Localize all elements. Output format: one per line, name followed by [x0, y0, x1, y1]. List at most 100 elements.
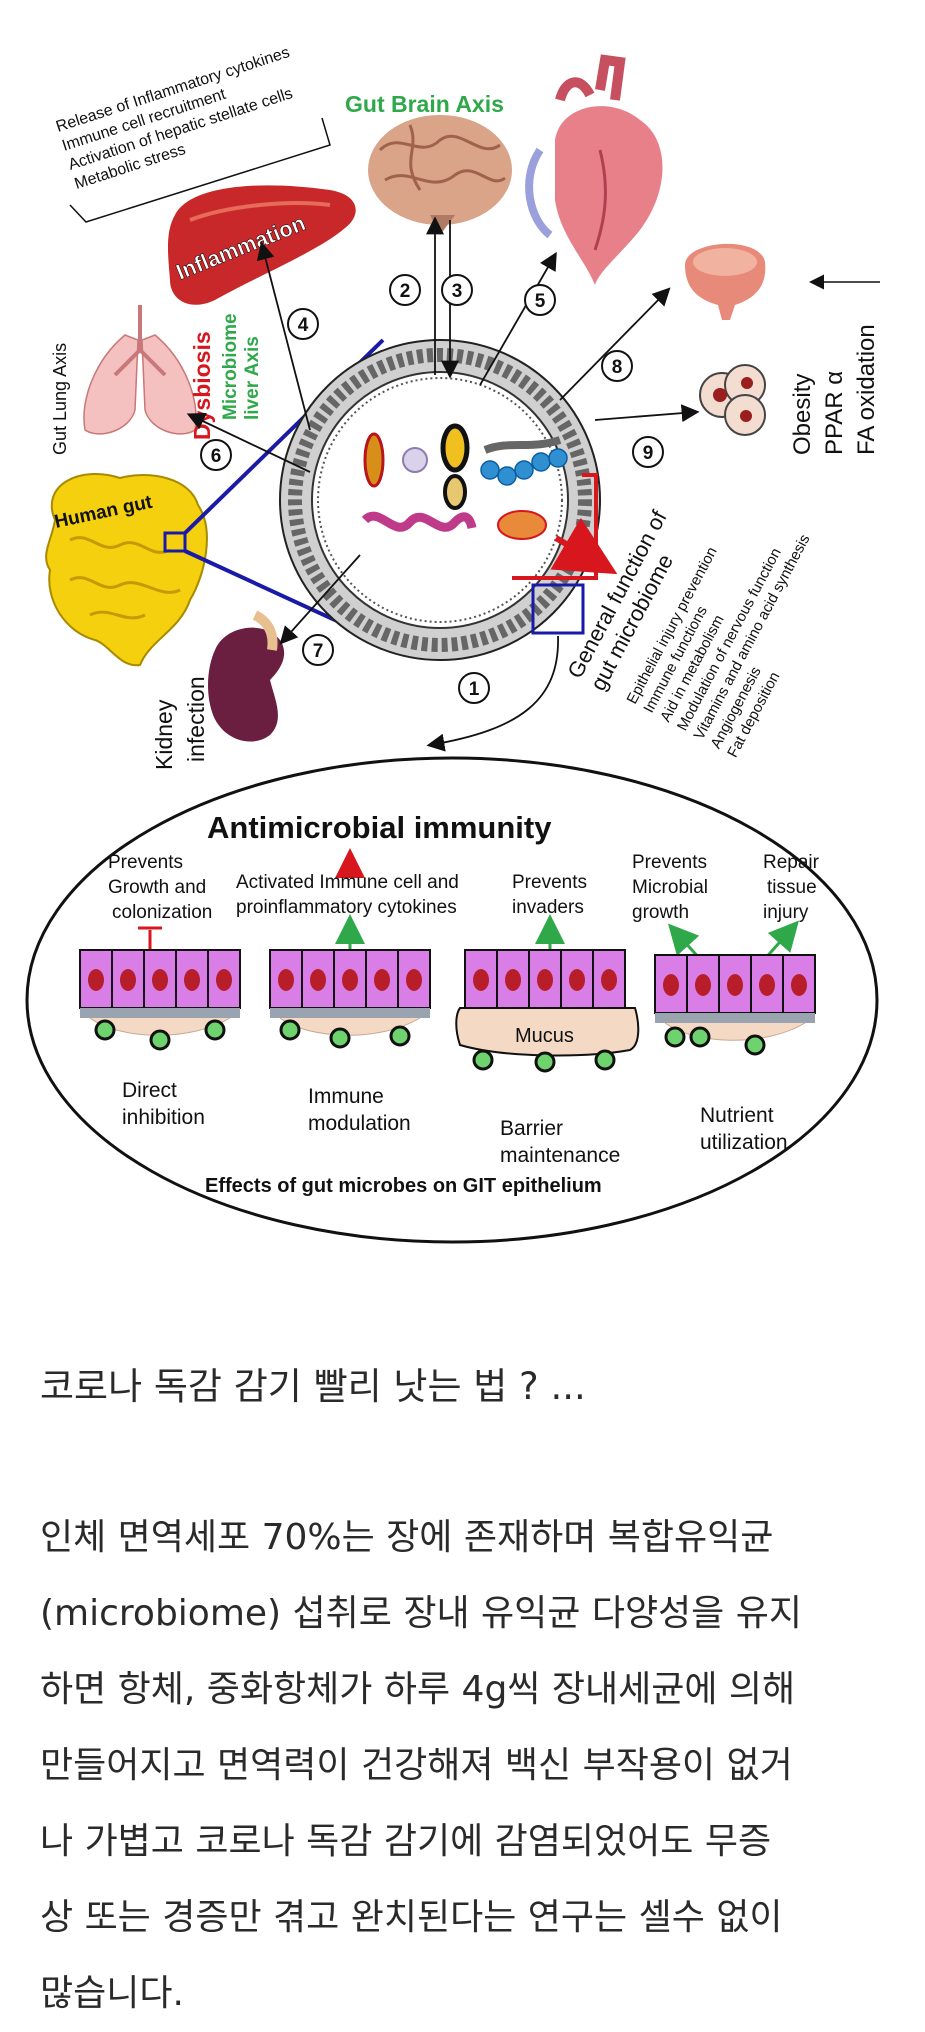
svg-text:9: 9 — [643, 443, 654, 464]
epithelium-group-2 — [269, 949, 431, 1049]
svg-text:growth: growth — [632, 902, 689, 923]
post-body: 인체 면역세포 70%는 장에 존재하며 복합유익균 (microbiome) … — [40, 1500, 900, 2032]
gut-lumen-ring — [279, 339, 601, 661]
body-line: (microbiome) 섭취로 장내 유익균 다양성을 유지 — [40, 1593, 802, 1634]
prevents-microbial-label: Prevents Microbial growth — [632, 852, 708, 923]
svg-text:Barrier: Barrier — [500, 1117, 563, 1140]
svg-text:5: 5 — [535, 291, 546, 312]
number-1: 1 — [458, 672, 490, 704]
svg-text:7: 7 — [313, 641, 324, 662]
number-9: 9 — [632, 436, 664, 468]
arrow-9 — [594, 404, 700, 423]
arrow-4 — [256, 241, 311, 431]
number-5: 5 — [524, 284, 556, 316]
svg-text:Microbial: Microbial — [632, 877, 708, 898]
kidney-illustration — [208, 610, 285, 742]
epithelium-group-1 — [79, 949, 241, 1051]
direct-inhibition-label: Direct inhibition — [122, 1079, 205, 1129]
obesity-label: Obesity PPAR α FA oxidation — [789, 324, 880, 455]
human-gut-illustration: Human gut — [45, 473, 208, 667]
number-7: 7 — [302, 634, 334, 666]
svg-text:injury: injury — [763, 902, 809, 923]
number-4: 4 — [287, 308, 319, 340]
mucus-label: Mucus — [515, 1025, 574, 1047]
svg-text:4: 4 — [298, 315, 309, 336]
svg-text:Kidney: Kidney — [151, 699, 177, 770]
arrow-1 — [426, 635, 559, 752]
antimicrobial-title: Antimicrobial immunity — [207, 810, 552, 845]
svg-text:maintenance: maintenance — [500, 1144, 620, 1167]
activated-immune-label-1: Activated Immune cell and — [236, 872, 459, 893]
svg-text:Immune: Immune — [308, 1085, 384, 1108]
svg-text:8: 8 — [612, 357, 623, 378]
step-numbers: 1 2 3 4 5 6 7 8 9 — [200, 274, 664, 704]
inflammation-effects-list: Release of Inflammatory cytokines Immune… — [54, 44, 295, 193]
svg-text:6: 6 — [211, 446, 222, 467]
svg-text:Direct: Direct — [122, 1079, 177, 1102]
number-8: 8 — [601, 350, 633, 382]
svg-text:3: 3 — [452, 281, 463, 302]
function-bracket-arrow — [550, 517, 618, 575]
antimicrobial-ellipse — [25, 756, 879, 1244]
post-title: 코로나 독감 감기 빨리 낫는 법 ? ... — [40, 1365, 586, 1408]
brain-illustration — [368, 115, 512, 235]
number-6: 6 — [200, 439, 232, 471]
svg-text:Nutrient: Nutrient — [700, 1104, 774, 1127]
body-line: 나 가볍고 코로나 독감 감기에 감염되었어도 무증 — [40, 1821, 772, 1862]
svg-text:Prevents: Prevents — [632, 852, 707, 873]
svg-text:tissue: tissue — [767, 877, 817, 898]
arrow-8 — [559, 287, 671, 401]
svg-text:liver Axis: liver Axis — [242, 336, 263, 420]
prevents-growth-label: Prevents Growth and colonization — [108, 852, 212, 923]
immune-modulation-label: Immune modulation — [308, 1085, 411, 1135]
gut-zoom-box — [163, 531, 187, 553]
body-line: 인체 면역세포 70%는 장에 존재하며 복합유익균 — [40, 1517, 774, 1558]
svg-text:Prevents: Prevents — [108, 852, 183, 873]
epithelium-group-3: Mucus — [455, 949, 640, 1073]
svg-text:infection: infection — [183, 676, 209, 762]
bladder-illustration — [685, 243, 766, 320]
gut-brain-axis-label: Gut Brain Axis — [345, 91, 504, 117]
svg-text:Growth and: Growth and — [108, 877, 206, 898]
activated-immune-label-2: proinflammatory cytokines — [236, 897, 457, 918]
effects-caption: Effects of gut microbes on GIT epitheliu… — [205, 1175, 602, 1197]
svg-text:1: 1 — [469, 679, 480, 700]
repair-tissue-label: Repair tissue injury — [763, 852, 820, 923]
svg-text:modulation: modulation — [308, 1112, 411, 1135]
svg-text:colonization: colonization — [112, 902, 212, 923]
heart-illustration — [525, 54, 663, 285]
microbes-cluster — [361, 423, 568, 540]
arrow-7 — [279, 554, 361, 645]
number-2: 2 — [389, 274, 421, 306]
svg-text:inhibition: inhibition — [122, 1106, 205, 1129]
svg-text:2: 2 — [400, 281, 411, 302]
epithelium-group-4 — [654, 954, 816, 1056]
body-line: 많습니다. — [40, 1973, 184, 2014]
prevents-invaders-label: Prevents invaders — [512, 872, 587, 918]
epithelium-zoom-box — [531, 583, 585, 635]
svg-text:PPAR α: PPAR α — [821, 371, 848, 455]
svg-text:FA oxidation: FA oxidation — [853, 324, 880, 455]
svg-text:invaders: invaders — [512, 897, 584, 918]
body-line: 만들어지고 면역력이 건강해져 백신 부작용이 없거 — [40, 1745, 793, 1786]
svg-text:Repair: Repair — [763, 852, 820, 873]
svg-text:utilization: utilization — [700, 1131, 788, 1154]
svg-text:Obesity: Obesity — [789, 374, 816, 455]
microbiome-liver-axis-label: Microbiome liver Axis — [220, 313, 263, 420]
nutrient-utilization-label: Nutrient utilization — [700, 1104, 788, 1154]
body-line: 하면 항체, 중화항체가 하루 4g씩 장내세균에 의해 — [40, 1669, 796, 1710]
gut-lung-axis-label: Gut Lung Axis — [50, 343, 70, 455]
arrow-5 — [479, 251, 557, 386]
inflammation-bracket — [69, 117, 331, 223]
svg-text:Prevents: Prevents — [512, 872, 587, 893]
kidney-infection-label: Kidney infection — [151, 676, 209, 770]
svg-text:Microbiome: Microbiome — [220, 313, 241, 420]
number-3: 3 — [441, 274, 473, 306]
gut-microbiome-figure: Release of Inflammatory cytokines Immune… — [25, 44, 880, 1244]
lungs-illustration — [83, 305, 197, 435]
fat-cells-illustration — [699, 364, 766, 436]
barrier-maintenance-label: Barrier maintenance — [500, 1117, 620, 1167]
arrow-6 — [186, 413, 311, 473]
body-line: 상 또는 경증만 겪고 완치된다는 연구는 셀수 없이 — [40, 1897, 783, 1938]
dysbiosis-label: Dysbiosis — [189, 331, 215, 440]
